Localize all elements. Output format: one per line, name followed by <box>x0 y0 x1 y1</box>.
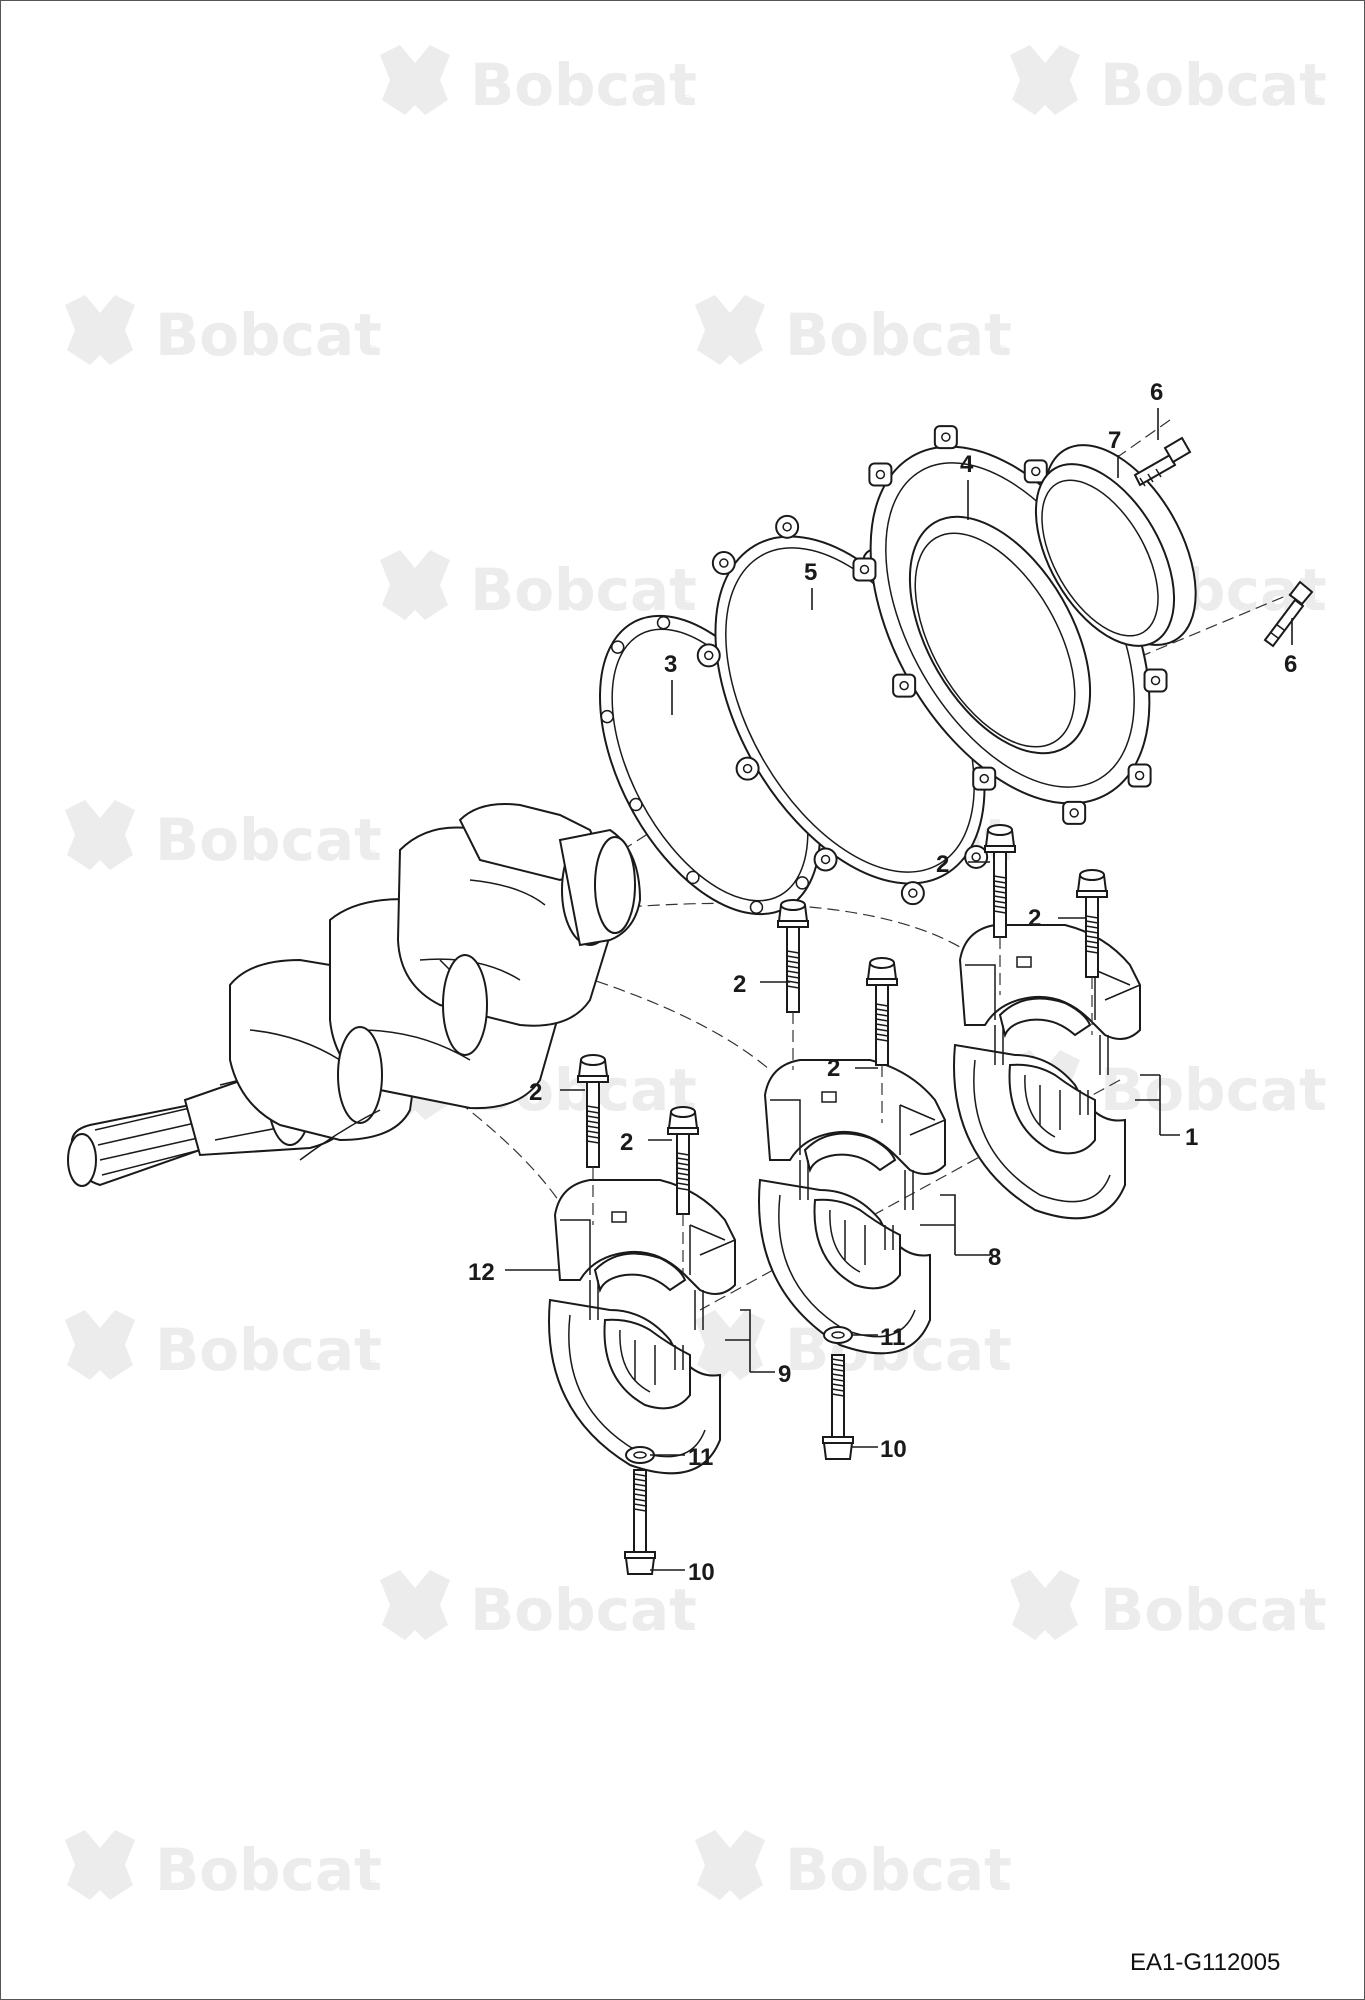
watermark-registered-mark: ® <box>995 1358 1009 1374</box>
callout-8: 8 <box>988 1244 1001 1271</box>
watermark-registered-mark: ® <box>1310 1098 1324 1114</box>
bobcat-logo-icon <box>695 1830 765 1900</box>
callout-6a: 6 <box>1150 379 1163 406</box>
bolt-part-10-cap8 <box>822 1354 854 1460</box>
bobcat-logo-icon <box>65 1830 135 1900</box>
oil-seal-part-7 <box>1034 444 1197 647</box>
watermark-registered-mark: ® <box>365 343 379 359</box>
crankshaft <box>67 803 642 1187</box>
callout-2a: 2 <box>936 851 949 878</box>
watermark-brand: Bobcat <box>155 1836 382 1904</box>
bolt-part-6-lower <box>1263 580 1314 648</box>
watermark-brand: Bobcat <box>1100 1576 1327 1644</box>
leader-lines <box>505 408 1293 1571</box>
bobcat-logo-icon <box>695 1310 765 1380</box>
callout-2e: 2 <box>529 1079 542 1106</box>
callout-labels: 1 2 2 2 2 2 2 3 4 5 6 6 7 8 9 10 10 11 1… <box>468 379 1297 1586</box>
watermark-brand: Bobcat <box>470 556 697 624</box>
bobcat-logo-icon <box>380 550 450 620</box>
watermark-registered-mark: ® <box>1310 1618 1324 1634</box>
bobcat-logo-icon <box>380 45 450 115</box>
bolt-part-2-cap1-right <box>1076 869 1108 1035</box>
watermark-bobcat: Bobcat® <box>380 1570 697 1644</box>
watermark-registered-mark: ® <box>365 848 379 864</box>
watermark-brand: Bobcat <box>155 1316 382 1384</box>
watermark-brand: Bobcat <box>470 1576 697 1644</box>
bobcat-logo-icon <box>380 1570 450 1640</box>
drawing-code-label: EA1-G112005 <box>1130 1949 1280 1976</box>
callout-6b: 6 <box>1284 651 1297 678</box>
washer-part-11-cap9 <box>625 1446 655 1464</box>
callout-1: 1 <box>1185 1124 1198 1151</box>
watermark-layer: Bobcat®Bobcat®Bobcat®Bobcat®Bobcat®Bobca… <box>65 45 1327 1904</box>
callout-2d: 2 <box>827 1055 840 1082</box>
callout-2b: 2 <box>1028 905 1041 932</box>
watermark-bobcat: Bobcat® <box>1010 1570 1327 1644</box>
callout-5: 5 <box>804 559 817 586</box>
bolt-part-2-cap9-left <box>577 1054 609 1225</box>
bobcat-logo-icon <box>65 295 135 365</box>
bobcat-logo-icon <box>1010 45 1080 115</box>
watermark-brand: Bobcat <box>785 301 1012 369</box>
callout-10a: 10 <box>880 1436 907 1463</box>
watermark-registered-mark: ® <box>995 1878 1009 1894</box>
callout-2f: 2 <box>620 1129 633 1156</box>
watermark-bobcat: Bobcat® <box>380 550 697 624</box>
watermark-registered-mark: ® <box>1310 93 1324 109</box>
watermark-brand: Bobcat <box>785 1836 1012 1904</box>
watermark-registered-mark: ® <box>680 93 694 109</box>
bolt-part-2-cap8-right <box>866 957 898 1123</box>
callout-12: 12 <box>468 1259 495 1286</box>
watermark-registered-mark: ® <box>1310 598 1324 614</box>
bolt-part-2-cap8-left <box>777 899 809 1070</box>
bolt-part-6-upper <box>1133 436 1192 487</box>
watermark-bobcat: Bobcat® <box>695 295 1012 369</box>
watermark-brand: Bobcat <box>1100 51 1327 119</box>
callout-3: 3 <box>664 651 677 678</box>
bobcat-logo-icon <box>1010 1570 1080 1640</box>
watermark-registered-mark: ® <box>365 1358 379 1374</box>
watermark-bobcat: Bobcat® <box>695 1830 1012 1904</box>
callout-11b: 11 <box>688 1444 713 1471</box>
bolt-part-10-cap9 <box>624 1469 656 1575</box>
callout-11a: 11 <box>880 1324 905 1351</box>
watermark-bobcat: Bobcat® <box>380 45 697 119</box>
bobcat-logo-icon <box>65 1310 135 1380</box>
callout-7: 7 <box>1108 427 1121 454</box>
bearing-cap-assembly-part-8 <box>758 1059 946 1355</box>
watermark-brand: Bobcat <box>470 51 697 119</box>
watermark-bobcat: Bobcat® <box>1010 45 1327 119</box>
watermark-registered-mark: ® <box>995 343 1009 359</box>
callout-9: 9 <box>778 1361 791 1388</box>
watermark-registered-mark: ® <box>365 1878 379 1894</box>
watermark-bobcat: Bobcat® <box>65 1830 382 1904</box>
callout-4: 4 <box>960 451 974 478</box>
watermark-bobcat: Bobcat® <box>65 800 382 874</box>
watermark-brand: Bobcat <box>155 301 382 369</box>
watermark-registered-mark: ® <box>680 1618 694 1634</box>
watermark-bobcat: Bobcat® <box>65 1310 382 1384</box>
washer-part-11-cap8 <box>823 1326 853 1344</box>
callout-10b: 10 <box>688 1559 715 1586</box>
bobcat-logo-icon <box>695 295 765 365</box>
watermark-registered-mark: ® <box>680 598 694 614</box>
bolts <box>577 824 1108 1575</box>
watermark-brand: Bobcat <box>1100 1056 1327 1124</box>
bolt-part-2-cap9-right <box>667 1106 699 1272</box>
bolt-part-2-cap1-left <box>984 824 1016 995</box>
bobcat-logo-icon <box>65 800 135 870</box>
watermark-brand: Bobcat <box>155 806 382 874</box>
callout-2c: 2 <box>733 971 746 998</box>
watermark-bobcat: Bobcat® <box>65 295 382 369</box>
